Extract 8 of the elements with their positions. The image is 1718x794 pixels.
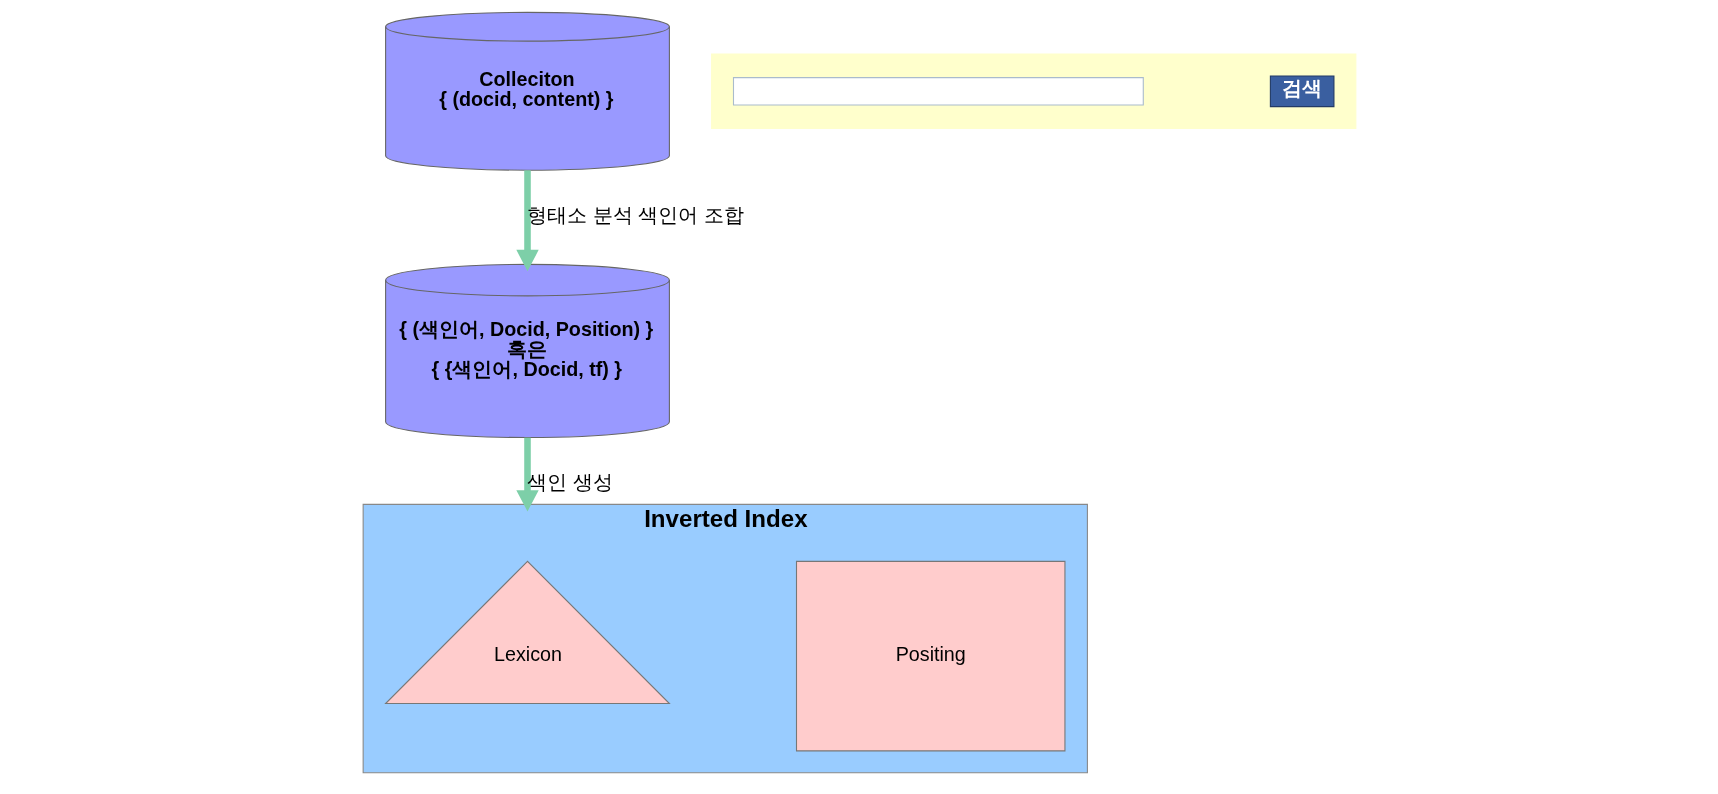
cluster — [710, 53, 1356, 130]
edge-label: 형태소 분석 색인어 조합 — [527, 204, 744, 227]
arrow — [515, 170, 539, 272]
node-box — [732, 77, 1144, 106]
edge-label: 색인 생성 — [527, 471, 613, 494]
arrow — [515, 437, 539, 512]
node-box: Positing — [795, 560, 1065, 752]
node-box: 검색 — [1269, 75, 1334, 108]
